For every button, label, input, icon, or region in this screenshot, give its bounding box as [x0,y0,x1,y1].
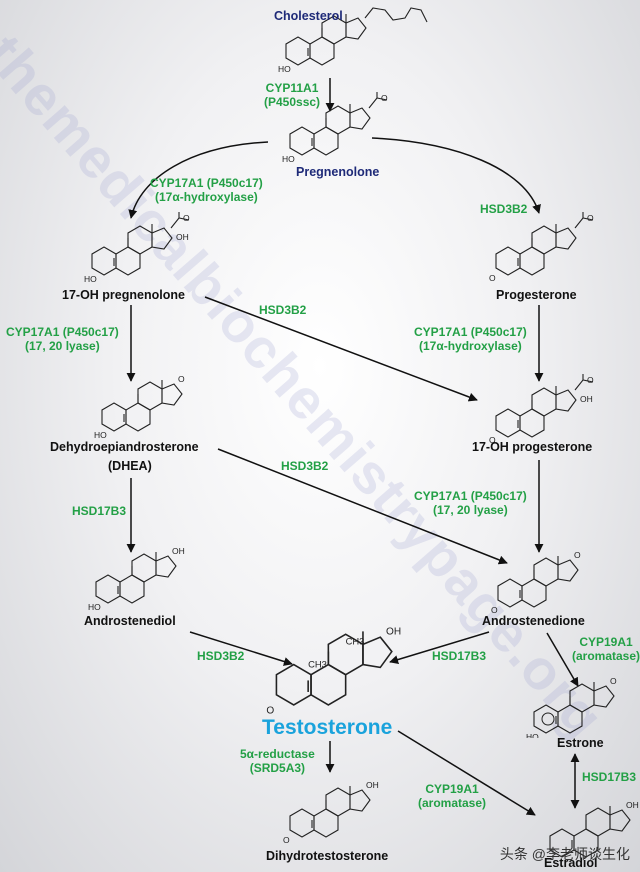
pregnenolone-structure: O HO [282,92,388,164]
dhea-structure: O HO [94,374,185,440]
androstenedione-label: Androstenedione [482,614,585,628]
oh-label: OH [386,626,401,637]
o-label: O [183,213,190,223]
progesterone-structure: O O [489,212,594,283]
androstenediol-label: Androstenediol [84,614,176,628]
o-label: O [489,435,496,445]
arrow-pregnenolone-to-progesterone [371,137,541,214]
enzyme-hsd3b2-2: HSD3B2 [259,303,307,317]
enzyme-hsd3b2-1: HSD3B2 [480,202,528,216]
enzyme-hsd3b2-4: HSD3B2 [197,649,245,663]
enzyme-cyp11a1: CYP11A1(P450ssc) [264,81,321,109]
arrow-17oh-pregnenolone-to-17oh-progesterone [204,296,478,402]
estrone-label: Estrone [557,736,604,750]
ho-label: HO [88,602,101,612]
cholesterol-label: Cholesterol [274,9,343,23]
dht-label: Dihydrotestosterone [266,849,389,863]
arrow-pregnenolone-to-17oh-pregnenolone [128,141,269,219]
cholesterol-structure: HO [278,7,428,74]
oh-label: OH [172,546,185,556]
oh-label: OH [626,800,639,810]
arrow-androstenedione-to-testosterone [389,631,490,664]
enzyme-cyp17a1-hydroxylase-1: CYP17A1 (P450c17)(17α-hydroxylase) [150,176,263,204]
ho-label: HO [526,732,539,738]
dhea-abbr-label: (DHEA) [108,459,152,473]
arrow-dhea-to-androstenedione [217,448,508,565]
pregnenolone-label: Pregnenolone [296,165,380,179]
17oh-progesterone-structure: O OH O [489,374,594,445]
enzyme-cyp19a1-1: CYP19A1(aromatase) [572,635,640,663]
estradiol-label: Estradiol [544,856,598,870]
o-label: O [283,835,290,845]
o-label: O [587,213,594,223]
enzyme-hsd17b3-3: HSD17B3 [582,770,637,784]
enzyme-cyp17a1-hydroxylase-2: CYP17A1 (P450c17)(17α-hydroxylase) [414,325,527,353]
ho-label: HO [282,154,295,164]
17oh-progesterone-label: 17-OH progesterone [472,440,593,454]
o-label: O [489,273,496,283]
dht-structure: OH O [283,780,379,845]
enzyme-hsd3b2-3: HSD3B2 [281,459,329,473]
enzyme-hsd17b3-1: HSD17B3 [72,504,127,518]
ho-label: HO [84,274,97,284]
o-label: O [491,605,498,615]
o-label: O [610,676,617,686]
oh-label: OH [176,232,189,242]
progesterone-label: Progesterone [496,288,577,302]
o-label: O [381,93,388,103]
o-label: O [266,706,274,714]
o-label: O [574,550,581,560]
o-label: O [587,375,594,385]
footer-credit: 头条 @李老师谈生化 [499,846,630,862]
androstenedione-structure: O O [491,550,581,615]
testosterone-structure: OH CH3 CH3 O [266,626,401,714]
enzyme-cyp17a1-lyase-2: CYP17A1 (P450c17)(17, 20 lyase) [414,489,527,517]
enzyme-5a-reductase: 5α-reductase(SRD5A3) [240,747,315,775]
arrow-androstenedione-to-estrone [546,632,579,687]
ch3-label: CH3 [308,659,327,669]
ho-label: HO [278,64,291,74]
ch3-label: CH3 [346,636,365,646]
testosterone-label: Testosterone [262,716,393,739]
estrone-structure: O HO [526,676,617,738]
estradiol-structure: OH [549,800,639,858]
o-label: O [178,374,185,384]
dhea-label: Dehydroepiandrosterone [50,440,199,454]
enzyme-cyp17a1-lyase-1: CYP17A1 (P450c17)(17, 20 lyase) [6,325,119,353]
enzyme-cyp19a1-2: CYP19A1(aromatase) [418,782,487,810]
ho-label: HO [94,430,107,440]
oh-label: OH [580,394,593,404]
arrow-androstenediol-to-testosterone [189,631,293,666]
17oh-pregnenolone-structure: O OH HO [84,212,190,284]
17oh-pregnenolone-label: 17-OH pregnenolone [62,288,185,302]
enzyme-hsd17b3-2: HSD17B3 [432,649,487,663]
androstenediol-structure: OH HO [88,546,185,612]
arrow-testosterone-to-estradiol [397,730,536,816]
oh-label: OH [366,780,379,790]
